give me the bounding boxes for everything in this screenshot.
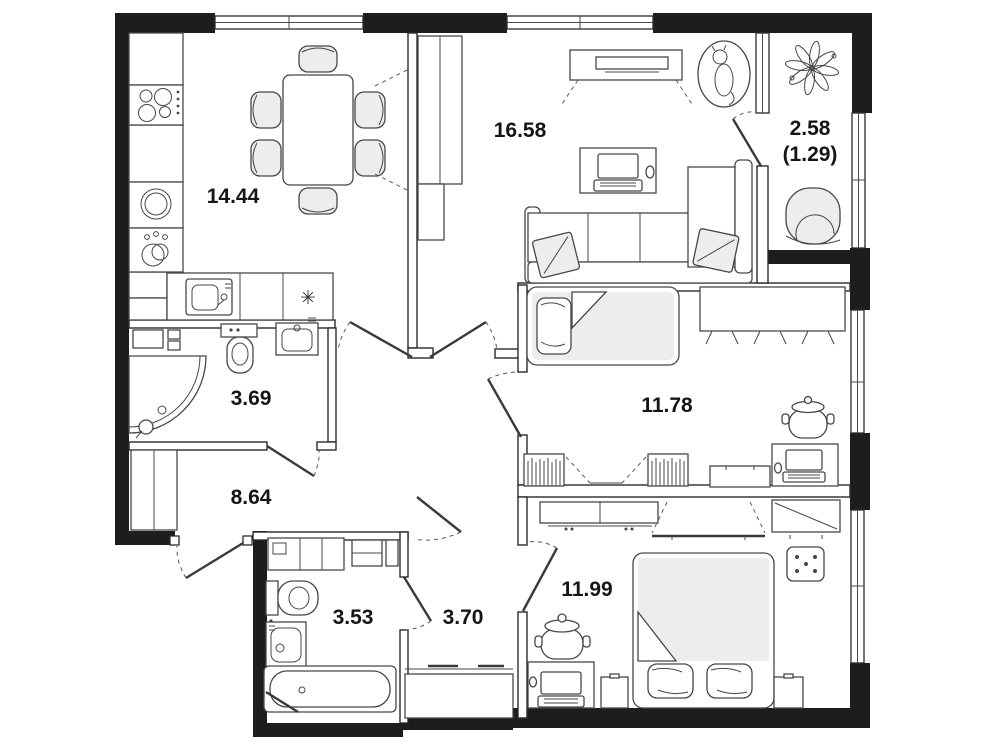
dining-chairs <box>250 45 386 215</box>
living-room-door <box>429 320 498 359</box>
nightstand <box>600 673 629 709</box>
bedroom-1-window <box>850 309 865 434</box>
plant-icon <box>784 40 840 96</box>
bathroom-1-cabinet <box>132 329 181 351</box>
pet-bed <box>697 40 751 108</box>
balcony-armchair <box>785 187 841 245</box>
bedroom-2-door <box>521 541 559 612</box>
laptop-icon <box>528 671 585 708</box>
nightstand <box>773 673 804 709</box>
stool-icon <box>786 546 825 582</box>
bookshelf <box>647 453 689 487</box>
laptop-icon <box>593 153 655 192</box>
room-area-label-bathroom-1: 3.69 <box>231 387 272 410</box>
bedroom-1-door <box>486 371 523 438</box>
tv-projection <box>651 501 766 540</box>
cooktop-icon <box>128 84 184 126</box>
kitchen-counter-left <box>128 32 184 321</box>
laptop-icon <box>773 449 826 483</box>
bathroom-2 <box>263 537 399 714</box>
hall-door <box>413 496 462 541</box>
balcony <box>784 40 841 245</box>
plant-pot-icon <box>534 613 591 660</box>
kitchen-door <box>337 320 413 359</box>
wall-sink-icon <box>275 317 319 356</box>
room-area-label-living-room: 16.58 <box>494 119 547 142</box>
tv-console <box>709 465 771 488</box>
room-area-label-bedroom-1: 11.78 <box>641 394 693 417</box>
corridor <box>130 449 178 531</box>
tv-unit <box>561 49 693 105</box>
living-wardrobe <box>417 35 463 241</box>
living-room-window <box>506 15 654 30</box>
tv-projection <box>565 456 647 484</box>
hall <box>404 664 514 719</box>
bedroom-2-shelves <box>539 501 659 531</box>
kitchen: ✳ <box>128 32 408 321</box>
washer-dryer-unit <box>267 537 399 571</box>
bookshelf <box>523 453 565 487</box>
double-bed <box>632 552 775 709</box>
room-area-label-balcony: 2.58 <box>790 117 831 140</box>
room-area-label-kitchen: 14.44 <box>207 185 260 208</box>
bedroom-2 <box>527 499 841 709</box>
single-bed <box>526 286 680 366</box>
kitchen-window <box>214 15 364 30</box>
room-area-label-bedroom-2: 11.99 <box>561 578 612 601</box>
sink-icon <box>265 621 307 669</box>
room-area-label-hall: 3.70 <box>443 606 484 629</box>
stove-symbol: ✳ <box>300 287 316 309</box>
plant-pot-icon <box>781 395 835 439</box>
doors <box>169 111 763 631</box>
washing-machine-icon <box>128 227 184 273</box>
kitchen-sink-icon <box>185 278 233 316</box>
hall-wardrobe <box>404 664 514 719</box>
room-labels: 14.44 16.58 2.58 (1.29) 3.69 8.64 11.78 … <box>207 117 838 629</box>
entrance-door <box>169 535 253 580</box>
toilet-icon <box>265 580 319 629</box>
dining-table <box>282 74 354 186</box>
toilet-icon <box>220 323 258 374</box>
room-area-label-corridor: 8.64 <box>231 486 272 509</box>
bathroom-1-door <box>266 444 320 478</box>
balcony-door-window <box>755 32 770 114</box>
room-area-label-balcony-secondary: (1.29) <box>783 143 838 166</box>
corner-shelf-unit <box>771 499 841 539</box>
balcony-door <box>731 111 763 167</box>
balcony-window <box>851 112 866 249</box>
bathroom-2-door <box>402 576 433 631</box>
living-room <box>417 35 753 284</box>
bedroom-1-wardrobe <box>699 286 846 345</box>
corner-shower <box>128 355 207 439</box>
bathroom-1 <box>128 317 319 439</box>
corner-sofa <box>524 159 753 284</box>
kitchen-round-sink-icon <box>128 181 184 229</box>
room-area-label-bathroom-2: 3.53 <box>333 606 374 629</box>
windows <box>214 15 866 664</box>
corridor-wardrobe <box>130 449 178 531</box>
bedroom-2-window <box>850 509 865 664</box>
bedroom-1 <box>523 286 846 488</box>
bathtub-icon <box>263 665 397 714</box>
